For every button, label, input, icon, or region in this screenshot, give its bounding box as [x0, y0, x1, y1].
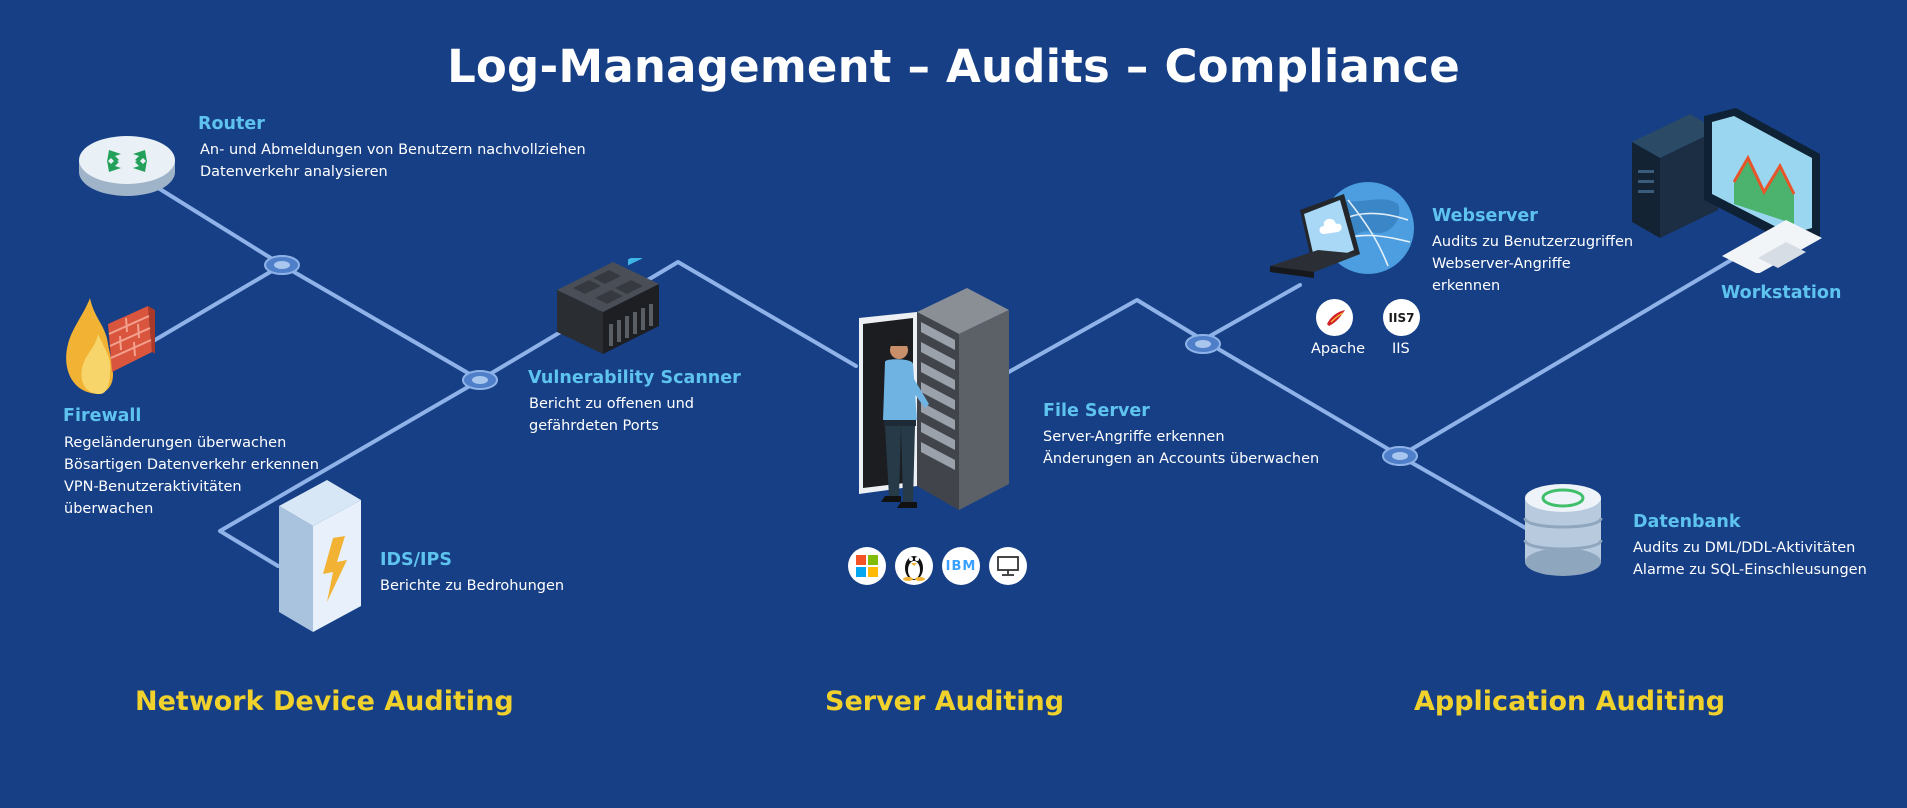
webserver-line-2: Webserver-Angriffe	[1432, 256, 1571, 272]
webserver-line-1: Audits zu Benutzerzugriffen	[1432, 234, 1634, 250]
firewall-description: Regeländerungen überwachen Bösartigen Da…	[64, 432, 319, 520]
section-application-auditing: Application Auditing	[1414, 686, 1726, 717]
windows-icon	[848, 547, 886, 585]
fileserver-title: File Server	[1043, 401, 1150, 421]
router-line-2: Datenverkehr analysieren	[200, 164, 388, 180]
router-line-1: An- und Abmeldungen von Benutzern nachvo…	[200, 142, 586, 158]
scanner-title: Vulnerability Scanner	[528, 368, 741, 388]
fileserver-line-2: Änderungen an Accounts überwachen	[1043, 451, 1320, 467]
scanner-description: Bericht zu offenen und gefährdeten Ports	[529, 393, 694, 437]
webserver-title: Webserver	[1432, 206, 1538, 226]
page-title: Log-Management – Audits – Compliance	[447, 40, 1460, 93]
scanner-line-2: gefährdeten Ports	[529, 418, 659, 434]
router-title: Router	[198, 114, 265, 134]
firewall-title: Firewall	[63, 406, 142, 426]
ids-ips-icon	[279, 480, 361, 632]
ibm-label: IBM	[945, 558, 977, 574]
iis-icon: IIS7	[1383, 299, 1420, 336]
iis-label: IIS	[1392, 341, 1410, 357]
iis-badge-label: IIS7	[1388, 310, 1415, 325]
ids-description: Berichte zu Bedrohungen	[380, 575, 564, 597]
scanner-line-1: Bericht zu offenen und	[529, 396, 695, 412]
webserver-description: Audits zu Benutzerzugriffen Webserver-An…	[1432, 231, 1633, 297]
junction-nodes	[264, 255, 1418, 466]
firewall-line-2: Bösartigen Datenverkehr erkennen	[64, 457, 319, 473]
webserver-line-3: erkennen	[1432, 278, 1501, 294]
server-rack-icon	[859, 288, 1009, 510]
firewall-line-4: überwachen	[64, 501, 154, 517]
fileserver-description: Server-Angriffe erkennen Änderungen an A…	[1043, 426, 1319, 470]
section-server-auditing: Server Auditing	[825, 686, 1065, 717]
apache-label: Apache	[1311, 341, 1366, 357]
firewall-line-3: VPN-Benutzeraktivitäten	[64, 479, 242, 495]
unix-terminal-icon	[989, 547, 1027, 585]
workstation-title: Workstation	[1721, 283, 1842, 303]
ids-title: IDS/IPS	[380, 550, 452, 570]
ids-line-1: Berichte zu Bedrohungen	[380, 578, 565, 594]
database-line-2: Alarme zu SQL-Einschleusungen	[1633, 562, 1867, 578]
linux-icon	[895, 547, 933, 585]
database-title: Datenbank	[1633, 512, 1741, 532]
webserver-icon	[1270, 182, 1414, 278]
database-description: Audits zu DML/DDL-Aktivitäten Alarme zu …	[1633, 537, 1867, 581]
ibm-icon: IBM	[942, 547, 980, 585]
section-network-device-auditing: Network Device Auditing	[135, 686, 514, 717]
firewall-line-1: Regeländerungen überwachen	[64, 435, 287, 451]
firewall-icon	[66, 298, 155, 394]
fileserver-line-1: Server-Angriffe erkennen	[1043, 429, 1225, 445]
database-line-1: Audits zu DML/DDL-Aktivitäten	[1633, 540, 1856, 556]
scanner-icon	[557, 258, 659, 354]
router-icon	[79, 136, 175, 196]
apache-icon	[1316, 299, 1353, 336]
database-icon	[1523, 484, 1603, 576]
router-description: An- und Abmeldungen von Benutzern nachvo…	[200, 139, 586, 183]
workstation-icon	[1632, 108, 1822, 273]
